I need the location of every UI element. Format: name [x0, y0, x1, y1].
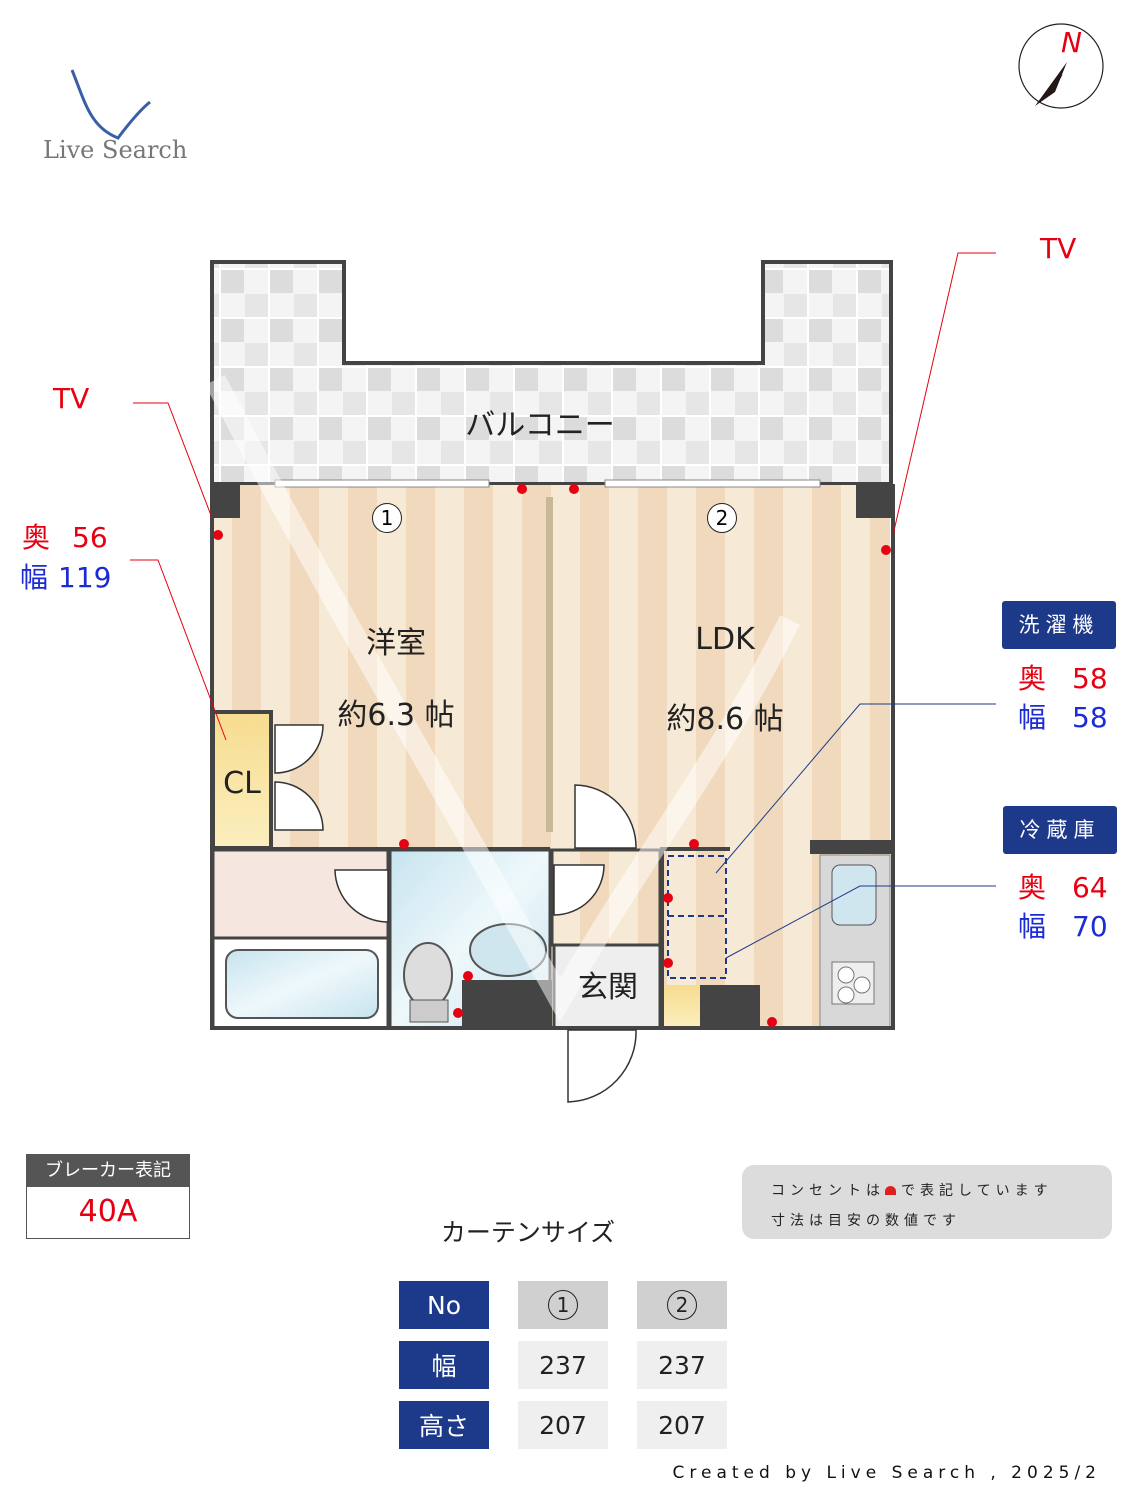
header-1: 1: [518, 1281, 608, 1329]
curtain-title: カーテンサイズ: [440, 1218, 616, 1247]
width-label: 幅: [20, 561, 49, 594]
washer-depth: 58: [1072, 662, 1108, 695]
width-1: 237: [518, 1341, 608, 1389]
logo: Live Search: [40, 62, 200, 172]
note-line1: コンセントは: [771, 1183, 885, 1199]
width-label: 幅: [1018, 910, 1047, 943]
height-1: 207: [518, 1401, 608, 1449]
toilet: [403, 942, 453, 1008]
ldk-size: 約8.6 帖: [666, 702, 784, 737]
bathtub: [225, 949, 379, 1019]
breaker-box: ブレーカー表記 40A: [26, 1154, 190, 1239]
kitchen-wall: [810, 840, 892, 854]
note-line2: 寸法は目安の数値です: [771, 1213, 961, 1229]
header-2: 2: [637, 1281, 727, 1329]
north-label: N: [1061, 26, 1082, 59]
tv-right-label: TV: [1040, 232, 1077, 265]
fridge-tag: 冷蔵庫: [1003, 806, 1117, 854]
window-1-marker: 1: [372, 503, 402, 533]
watermark: [205, 374, 800, 1023]
closet-label: CL: [223, 766, 261, 801]
notes-box: コンセントはで表記しています 寸法は目安の数値です: [742, 1165, 1112, 1239]
kitchen-sink: [831, 864, 877, 926]
fridge-width: 70: [1072, 910, 1108, 943]
partition: [546, 497, 553, 832]
window-2-marker: 2: [707, 503, 737, 533]
row-width-label: 幅: [399, 1341, 489, 1389]
logo-text: Live Search: [43, 136, 188, 164]
closet-depth: 56: [72, 521, 108, 554]
balcony-label: バルコニー: [465, 408, 615, 443]
depth-label: 奥: [22, 521, 51, 554]
washer-tag: 洗濯機: [1002, 601, 1116, 649]
entrance-label: 玄関: [578, 970, 638, 1005]
closet: [211, 710, 273, 850]
western-room-size: 約6.3 帖: [337, 698, 455, 733]
doors: [274, 724, 637, 1103]
washer-width: 58: [1072, 701, 1108, 734]
closet-width: 119: [58, 561, 112, 594]
wall-block: [462, 980, 552, 1028]
row-height-label: 高さ: [399, 1401, 489, 1449]
header-2-label: 2: [667, 1290, 697, 1320]
footer-credit: Created by Live Search , 2025/2: [672, 1463, 1101, 1483]
north-arrow-icon: [1018, 23, 1104, 109]
compass: N: [1017, 22, 1105, 110]
note-line1-end: で表記しています: [901, 1183, 1053, 1199]
toilet-tank: [409, 999, 449, 1023]
height-2: 207: [637, 1401, 727, 1449]
window-2: [604, 479, 821, 488]
outlet-icon: [885, 1186, 896, 1195]
ldk-name: LDK: [695, 622, 755, 657]
outlet-markers: [213, 484, 891, 1027]
depth-label: 奥: [1018, 662, 1047, 695]
fridge-depth: 64: [1072, 871, 1108, 904]
wall-block: [700, 985, 760, 1027]
header-1-label: 1: [548, 1290, 578, 1320]
balcony: [210, 260, 893, 486]
breaker-title: ブレーカー表記: [27, 1155, 189, 1187]
logo-v-mark: [70, 69, 151, 140]
western-room-name: 洋室: [366, 626, 426, 661]
window-1: [274, 479, 490, 488]
depth-label: 奥: [1018, 871, 1047, 904]
width-label: 幅: [1018, 701, 1047, 734]
breaker-value: 40A: [78, 1194, 138, 1229]
floor-plan: [130, 252, 996, 1103]
header-no: No: [399, 1281, 489, 1329]
width-2: 237: [637, 1341, 727, 1389]
shoe-box: [662, 985, 700, 1027]
tv-left-label: TV: [53, 382, 90, 415]
